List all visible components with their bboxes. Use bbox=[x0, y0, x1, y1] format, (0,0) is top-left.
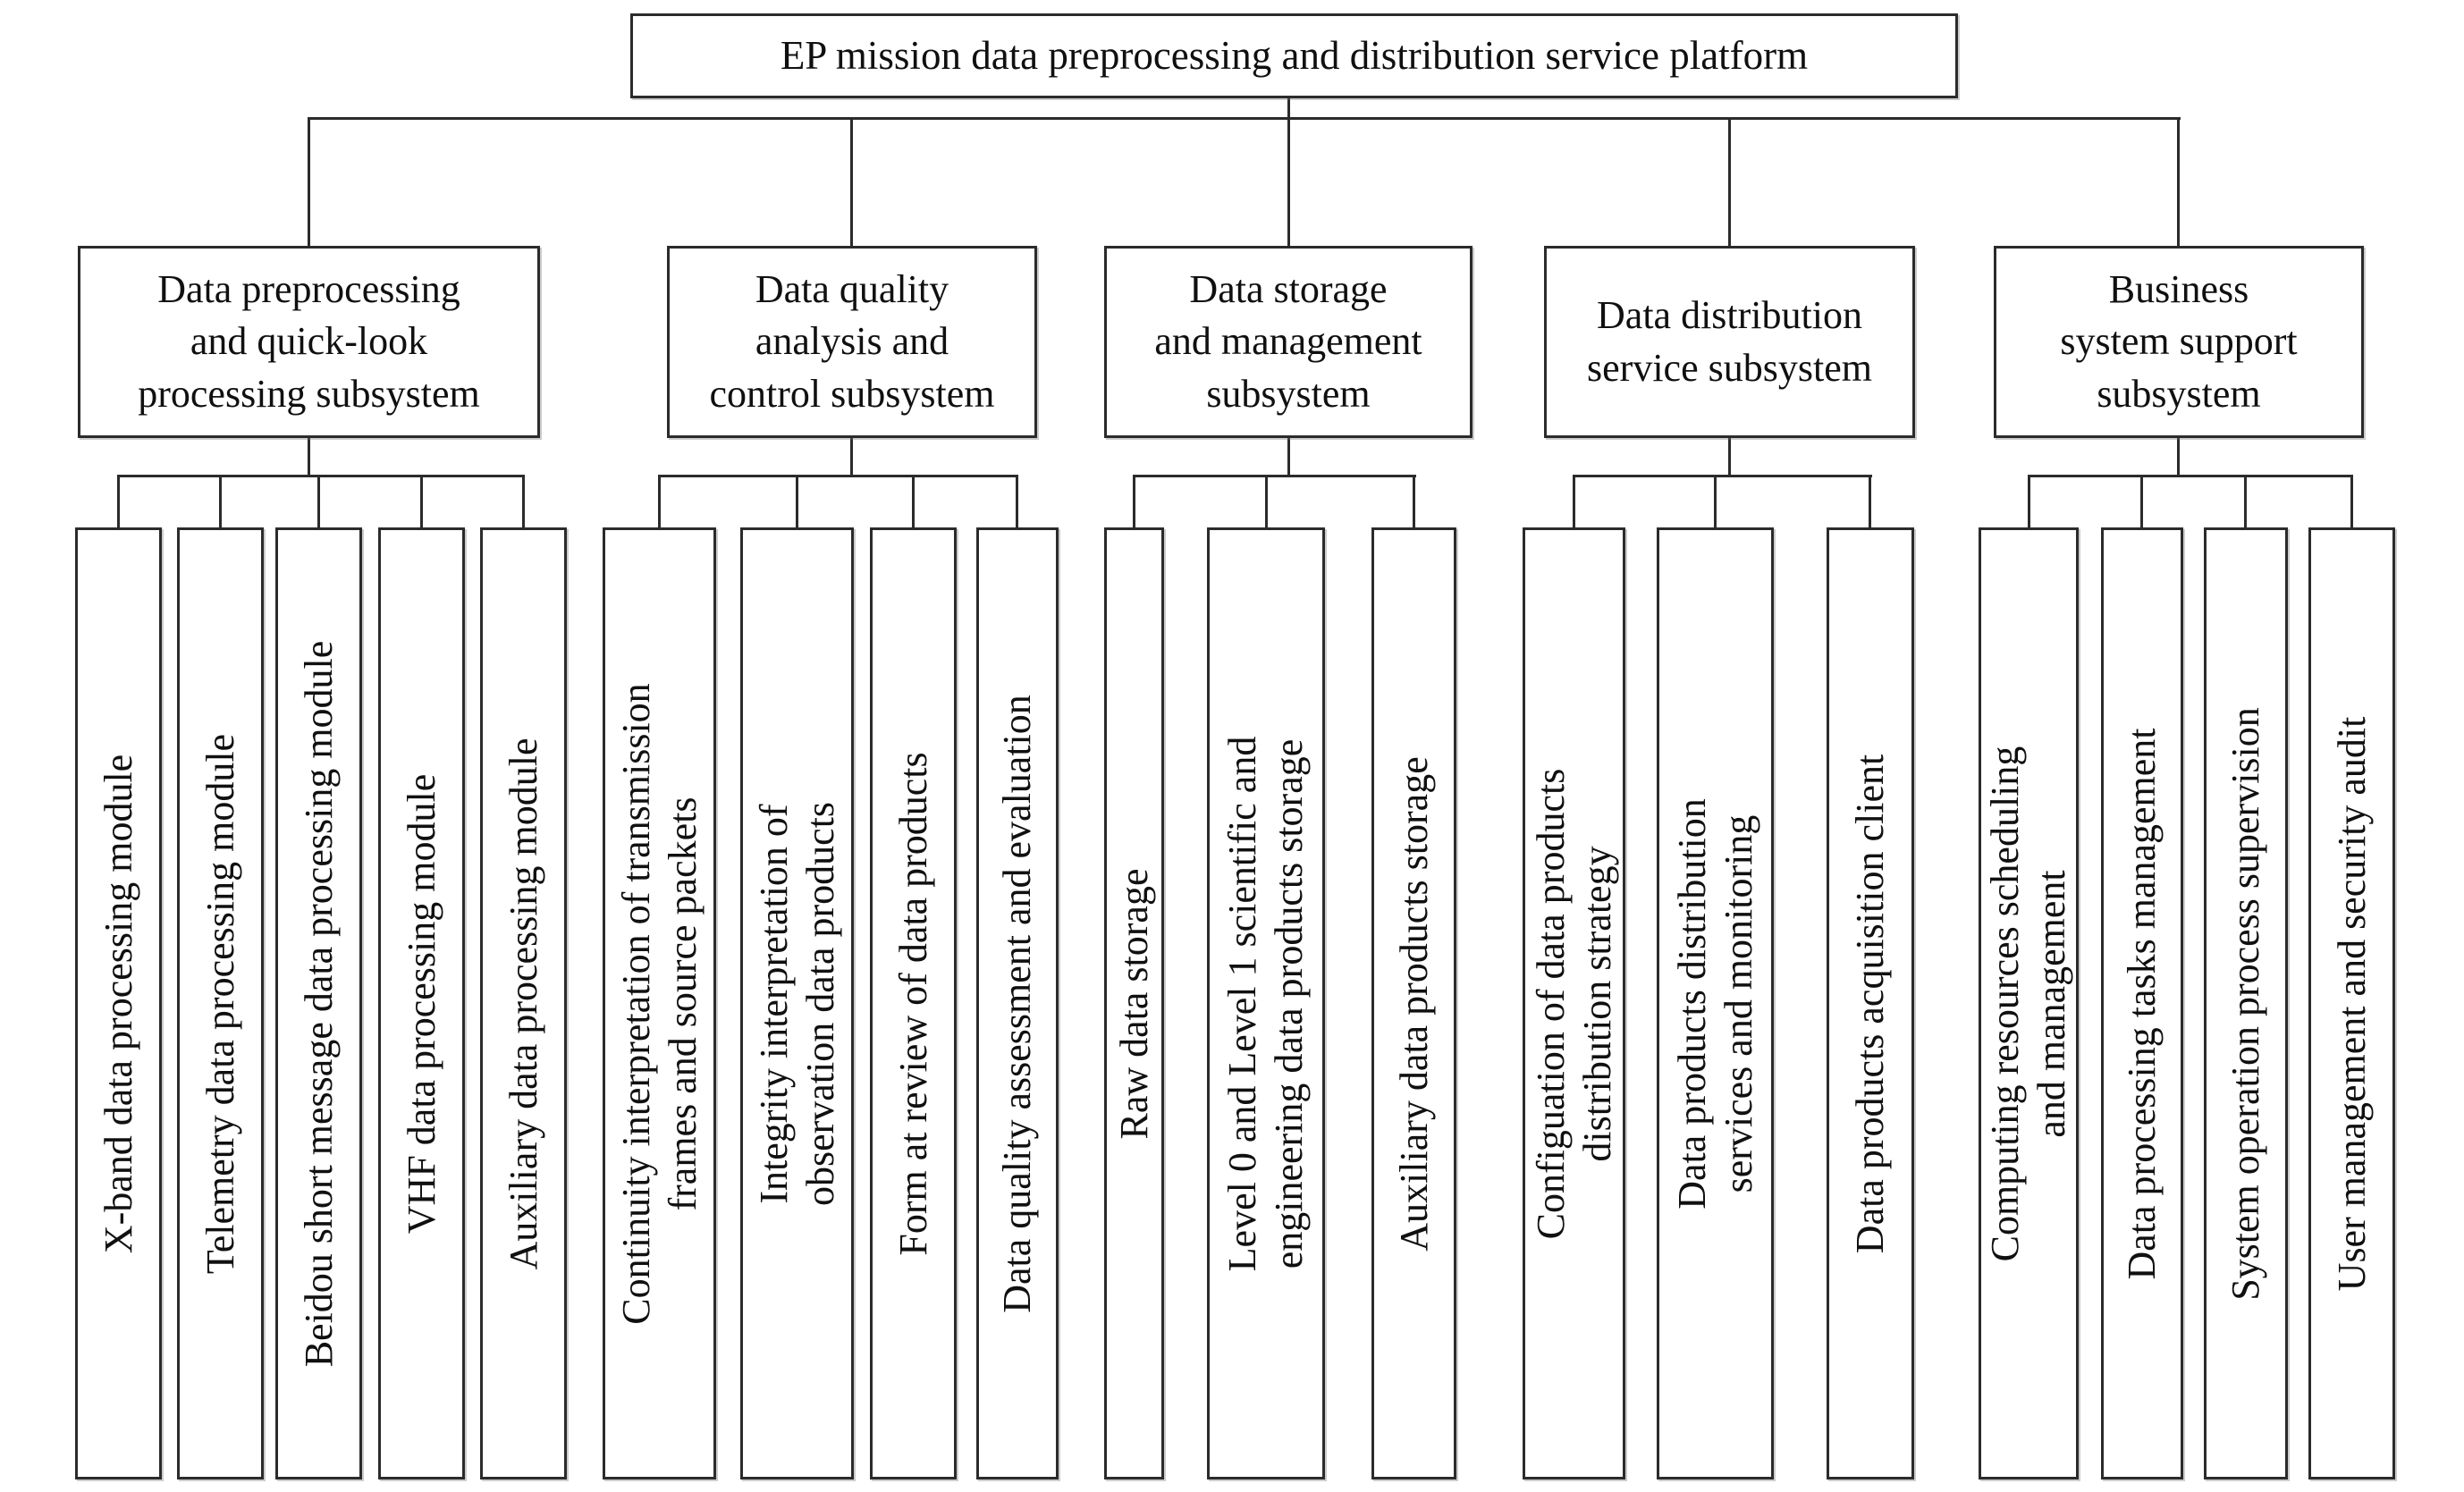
connector-drop-module-2-3 bbox=[912, 475, 915, 530]
connector-drop-module-4-2 bbox=[1714, 475, 1717, 530]
module-node-computing-resources: Computing resources scheduling and manag… bbox=[1979, 527, 2079, 1479]
connector-level1-bus bbox=[308, 117, 2181, 120]
connector-drop-module-5-1 bbox=[2028, 475, 2030, 530]
connector-drop-subsystem-4 bbox=[1728, 117, 1731, 248]
module-node-auxiliary-processing: Auxiliary data processing module bbox=[480, 527, 567, 1479]
module-node-user-security-audit: User management and security audit bbox=[2308, 527, 2395, 1479]
module-label: Data products distribution services and … bbox=[1669, 797, 1760, 1210]
connector-drop-module-3-1 bbox=[1133, 475, 1135, 530]
connector-drop-module-4-1 bbox=[1573, 475, 1575, 530]
module-label: Auxiliary data products storage bbox=[1391, 755, 1436, 1252]
connector-stub-subsystem-5 bbox=[2177, 436, 2180, 477]
module-node-processing-tasks: Data processing tasks management bbox=[2101, 527, 2183, 1479]
subsystem-node-distribution: Data distribution service subsystem bbox=[1544, 246, 1915, 438]
connector-drop-module-5-2 bbox=[2140, 475, 2143, 530]
module-label: Data quality assessment and evaluation bbox=[995, 694, 1040, 1313]
module-label: Integrity interpretation of observation … bbox=[751, 801, 842, 1206]
module-label: Auxiliary data processing module bbox=[501, 737, 545, 1270]
connector-drop-subsystem-3 bbox=[1287, 117, 1290, 248]
connector-drop-module-3-3 bbox=[1413, 475, 1415, 530]
module-node-distribution-services: Data products distribution services and … bbox=[1657, 527, 1774, 1479]
module-node-telemetry: Telemetry data processing module bbox=[177, 527, 264, 1479]
connector-drop-module-5-4 bbox=[2350, 475, 2353, 530]
module-label: Raw data storage bbox=[1111, 868, 1156, 1139]
connector-drop-module-1-4 bbox=[420, 475, 423, 530]
connector-drop-module-5-3 bbox=[2244, 475, 2247, 530]
module-node-operation-supervision: System operation process supervision bbox=[2204, 527, 2288, 1479]
connector-drop-module-1-3 bbox=[317, 475, 320, 530]
module-label: Continuity interpretation of transmissio… bbox=[613, 682, 705, 1325]
module-label: Level 0 and Level 1 scientific and engin… bbox=[1220, 736, 1311, 1271]
module-node-continuity-interpretation: Continuity interpretation of transmissio… bbox=[603, 527, 716, 1479]
connector-drop-module-2-4 bbox=[1016, 475, 1018, 530]
subsystem-label: Data distribution service subsystem bbox=[1587, 293, 1872, 390]
subsystem-node-storage: Data storage and management subsystem bbox=[1104, 246, 1472, 438]
module-label: Configuation of data products distributi… bbox=[1528, 768, 1619, 1239]
connector-drop-subsystem-5 bbox=[2177, 117, 2180, 248]
module-node-quality-assessment: Data quality assessment and evaluation bbox=[976, 527, 1059, 1479]
connector-group5-bus bbox=[2028, 475, 2353, 477]
subsystem-node-business: Business system support subsystem bbox=[1994, 246, 2364, 438]
connector-group2-bus bbox=[658, 475, 1018, 477]
module-label: Data processing tasks management bbox=[2120, 727, 2164, 1280]
connector-drop-module-3-2 bbox=[1265, 475, 1268, 530]
connector-group1-bus bbox=[117, 475, 525, 477]
module-label: System operation process supervision bbox=[2224, 706, 2268, 1301]
module-node-acquisition-client: Data products acquisition client bbox=[1827, 527, 1914, 1479]
module-label: VHF data processing module bbox=[399, 773, 443, 1234]
module-label: User management and security audit bbox=[2329, 716, 2374, 1291]
module-node-raw-storage: Raw data storage bbox=[1104, 527, 1164, 1479]
connector-drop-module-2-1 bbox=[658, 475, 661, 530]
subsystem-label: Data storage and management subsystem bbox=[1154, 267, 1422, 416]
subsystem-node-quality: Data quality analysis and control subsys… bbox=[667, 246, 1037, 438]
connector-stub-subsystem-4 bbox=[1728, 436, 1731, 477]
module-label: Data products acquisition client bbox=[1848, 754, 1893, 1253]
connector-group3-bus bbox=[1133, 475, 1416, 477]
module-node-aux-products-storage: Auxiliary data products storage bbox=[1371, 527, 1456, 1479]
module-label: Form at review of data products bbox=[890, 751, 935, 1256]
connector-stub-subsystem-3 bbox=[1287, 436, 1290, 477]
module-label: Computing resources scheduling and manag… bbox=[1983, 746, 2073, 1261]
module-label: X-band data processing module bbox=[96, 754, 140, 1253]
connector-root-stub bbox=[1287, 98, 1290, 120]
module-node-xband: X-band data processing module bbox=[75, 527, 162, 1479]
module-node-level01-storage: Level 0 and Level 1 scientific and engin… bbox=[1207, 527, 1325, 1479]
module-label: Telemetry data processing module bbox=[198, 733, 242, 1274]
root-node: EP mission data preprocessing and distri… bbox=[630, 13, 1958, 98]
connector-drop-subsystem-2 bbox=[850, 117, 853, 248]
connector-stub-subsystem-1 bbox=[308, 436, 310, 477]
module-node-beidou: Beidou short message data processing mod… bbox=[275, 527, 362, 1479]
subsystem-node-preprocessing: Data preprocessing and quick-look proces… bbox=[78, 246, 540, 438]
connector-drop-module-1-5 bbox=[522, 475, 525, 530]
subsystem-label: Business system support subsystem bbox=[2060, 267, 2298, 416]
connector-group4-bus bbox=[1573, 475, 1872, 477]
subsystem-label: Data quality analysis and control subsys… bbox=[709, 267, 995, 416]
module-node-format-review: Form at review of data products bbox=[870, 527, 957, 1479]
connector-drop-module-1-1 bbox=[117, 475, 120, 530]
subsystem-label: Data preprocessing and quick-look proces… bbox=[138, 267, 480, 416]
connector-stub-subsystem-2 bbox=[850, 436, 853, 477]
module-label: Beidou short message data processing mod… bbox=[296, 640, 341, 1367]
connector-drop-module-1-2 bbox=[219, 475, 222, 530]
module-node-distribution-strategy: Configuation of data products distributi… bbox=[1523, 527, 1625, 1479]
root-node-label: EP mission data preprocessing and distri… bbox=[780, 32, 1809, 78]
connector-drop-module-4-3 bbox=[1869, 475, 1871, 530]
connector-drop-module-2-2 bbox=[796, 475, 798, 530]
module-node-vhf: VHF data processing module bbox=[378, 527, 465, 1479]
module-node-integrity-interpretation: Integrity interpretation of observation … bbox=[740, 527, 854, 1479]
connector-drop-subsystem-1 bbox=[308, 117, 310, 248]
